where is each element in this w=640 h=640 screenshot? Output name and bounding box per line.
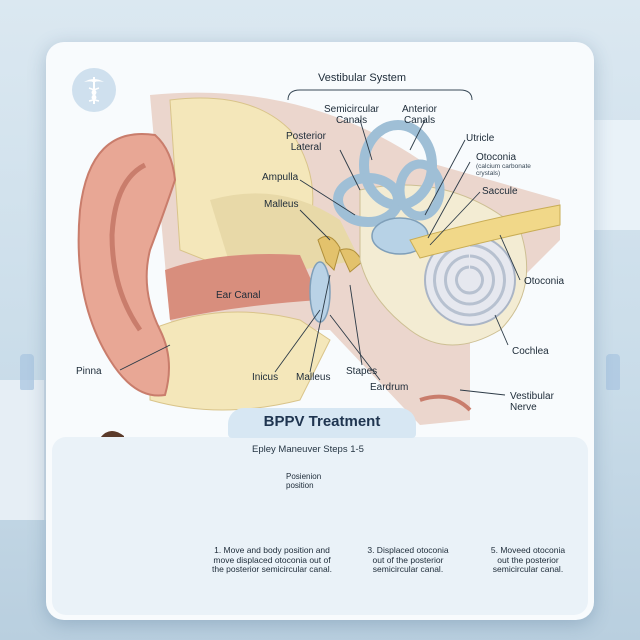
ear-canal-shape xyxy=(165,254,320,320)
background-bottle xyxy=(20,354,34,390)
label-otoconia-note: (calcium carbonate crystals) xyxy=(476,163,531,177)
label-eardrum: Eardrum xyxy=(370,382,409,393)
treatment-title: BPPV Treatment xyxy=(263,413,381,430)
background-shelf xyxy=(0,380,46,520)
label-inicus: Inicus xyxy=(252,372,279,383)
vestibular-system-title: Vestibular System xyxy=(318,72,407,84)
vestibular-nerve-shape xyxy=(409,204,561,259)
label-ampulla: Ampulla xyxy=(262,172,299,183)
label-utricle: Utricle xyxy=(466,133,495,144)
label-semicircular-canals: Semicircular Canals xyxy=(324,104,380,126)
label-position: Posienion position xyxy=(286,472,322,490)
label-cochlea: Cochlea xyxy=(512,346,549,357)
label-vestibular-nerve: Vestibular Nerve xyxy=(510,391,554,413)
step-caption-5: 5. Moveed otoconia out the posterior sem… xyxy=(490,545,566,574)
background-bottle xyxy=(606,354,620,390)
treatment-title-tab xyxy=(228,408,416,438)
label-otoconia-right: Otoconia xyxy=(524,276,565,287)
step-caption-1: 1. Move and body position and move displ… xyxy=(212,545,332,574)
treatment-panel xyxy=(52,437,588,615)
label-otoconia-top: Otoconia xyxy=(476,152,517,163)
label-anterior-canals: Anterior Canals xyxy=(402,104,438,126)
label-saccule: Saccule xyxy=(482,186,518,197)
label-malleus-bottom: Malleus xyxy=(296,372,331,383)
pinna-shape xyxy=(77,132,177,397)
label-ear-canal: Ear Canal xyxy=(216,290,261,301)
epley-steps-subtitle: Epley Maneuver Steps 1-5 xyxy=(252,444,364,455)
label-posterior-lateral: Posterior Lateral xyxy=(286,131,327,153)
label-pinna: Pinna xyxy=(76,366,102,377)
medical-caduceus-icon xyxy=(72,68,116,112)
label-malleus-top: Malleus xyxy=(264,199,299,210)
label-stapes: Stapes xyxy=(346,366,378,377)
lateral-canal-shape xyxy=(395,159,445,221)
step-caption-3: 3. Displaced otoconia out of the posteri… xyxy=(367,545,449,574)
eardrum-shape xyxy=(309,261,331,323)
lower-bone-region xyxy=(149,311,331,411)
